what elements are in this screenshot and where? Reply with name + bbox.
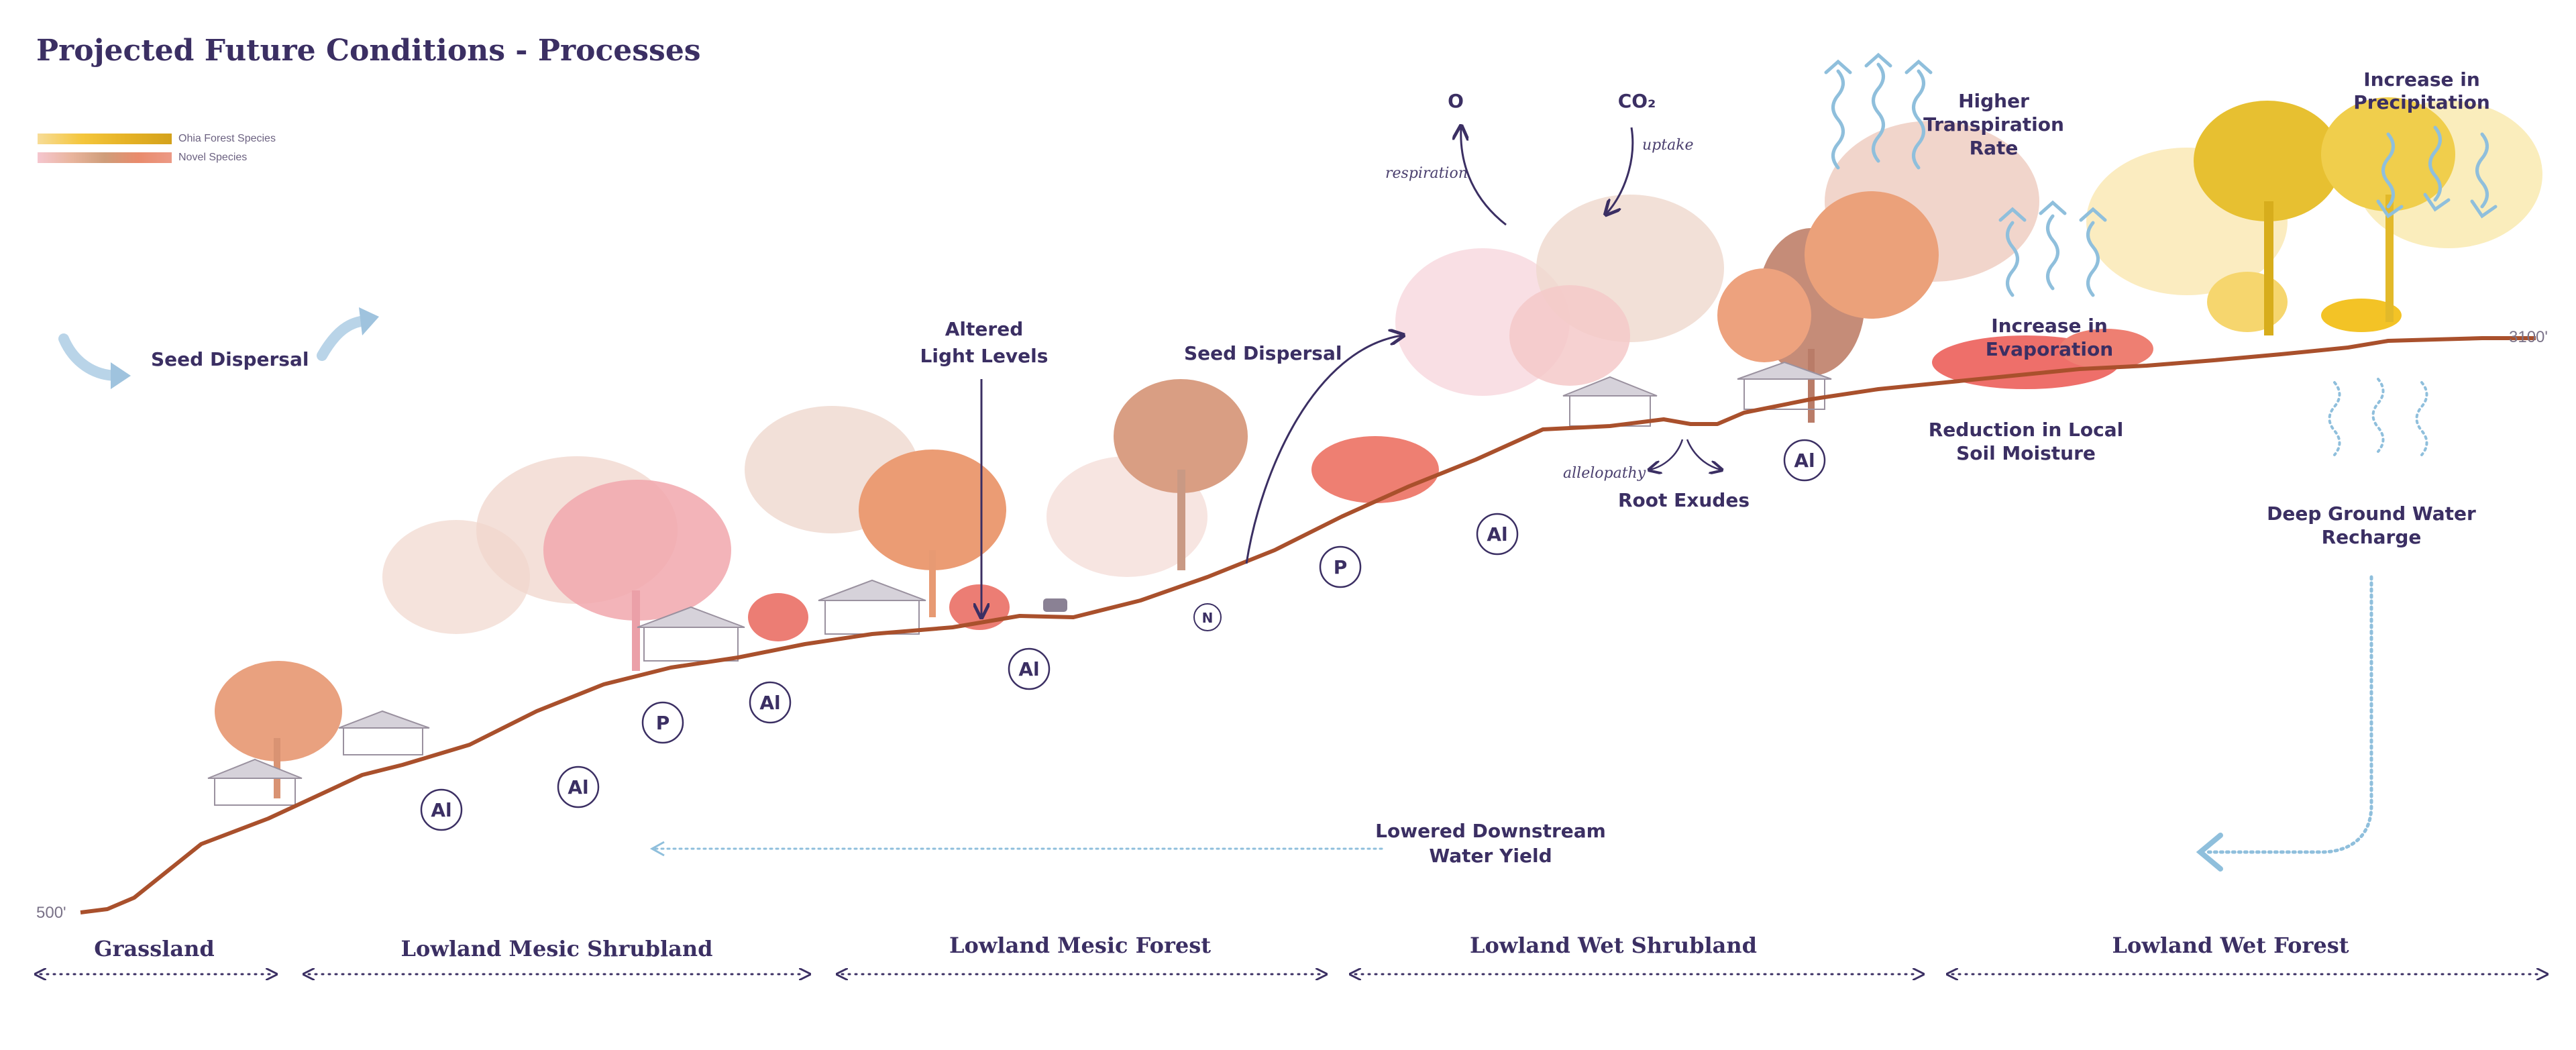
zone-mesic-shrubland: Lowland Mesic Shrubland <box>400 936 712 961</box>
transpiration-line2: Transpiration <box>1923 113 2064 136</box>
uptake-arrow-icon <box>1607 127 1634 213</box>
badge-al-4: Al <box>1008 647 1051 690</box>
vegetation <box>207 97 2542 806</box>
zone-mesic-forest: Lowland Mesic Forest <box>949 933 1211 958</box>
svg-text:Al: Al <box>431 799 451 821</box>
page-title: Projected Future Conditions - Processes <box>36 34 701 68</box>
root-exudes-label: Root Exudes <box>1618 489 1750 511</box>
elevation-low: 500' <box>36 904 66 922</box>
groundwater-line2: Recharge <box>2322 526 2422 548</box>
exudes-arrow-icon <box>1686 439 1721 470</box>
seed-dispersal-mid-label: Seed Dispersal <box>1184 342 1342 364</box>
precipitation-line2: Precipitation <box>2353 91 2490 113</box>
precipitation-group: Increase in Precipitation <box>2353 68 2498 219</box>
ground-profile <box>80 336 2536 914</box>
groundwater-line1: Deep Ground Water <box>2267 503 2476 525</box>
respiration-label: respiration <box>1385 165 1468 182</box>
badge-n: N <box>1193 603 1222 631</box>
badge-al-1: Al <box>420 788 463 831</box>
badge-al-3: Al <box>749 681 792 724</box>
groundwater-group: Deep Ground Water Recharge <box>2196 378 2476 872</box>
novel-swatch <box>38 152 172 163</box>
legend-label-novel: Novel Species <box>178 152 248 163</box>
transpiration-group: Higher Transpiration Rate <box>1824 52 2064 170</box>
precipitation-waves-icon <box>2376 125 2498 219</box>
seed-arrow-left-icon <box>58 333 123 381</box>
badges: Al Al P Al Al N P Al Al <box>420 439 1826 831</box>
evaporation-group: Increase in Evaporation <box>1986 200 2113 360</box>
water-yield-line2: Water Yield <box>1429 845 1552 867</box>
legend-label-ohia: Ohia Forest Species <box>178 133 276 144</box>
seed-arrow-right-icon <box>317 315 371 361</box>
evaporation-line2: Evaporation <box>1986 338 2113 360</box>
evaporation-line1: Increase in <box>1991 315 2108 337</box>
badge-al-6: Al <box>1783 439 1826 482</box>
root-exudes-group: allelopathy Root Exudes <box>1563 439 1750 511</box>
svg-text:P: P <box>1334 556 1348 578</box>
zone-band: Grassland Lowland Mesic Shrubland Lowlan… <box>40 933 2542 974</box>
zone-wet-shrubland: Lowland Wet Shrubland <box>1470 933 1757 958</box>
svg-text:Al: Al <box>759 692 780 714</box>
altered-light-line1: Altered <box>945 318 1023 340</box>
groundwater-flow-icon <box>2205 575 2373 854</box>
soil-moisture-line2: Soil Moisture <box>1956 442 2096 464</box>
svg-text:Al: Al <box>1794 450 1815 472</box>
groundwater-waves-icon <box>2328 378 2428 456</box>
uptake-label: uptake <box>1642 137 1694 154</box>
svg-text:Al: Al <box>1487 523 1507 545</box>
badge-al-5: Al <box>1476 513 1519 556</box>
legend-row-ohia: Ohia Forest Species <box>38 132 276 146</box>
svg-text:Al: Al <box>568 776 588 798</box>
transpiration-line1: Higher <box>1958 90 2029 112</box>
ohia-swatch <box>38 134 172 144</box>
elevation-high: 3100' <box>2509 328 2548 346</box>
water-yield-line1: Lowered Downstream <box>1375 820 1606 842</box>
soil-moisture-line1: Reduction in Local <box>1929 419 2123 441</box>
legend-row-novel: Novel Species <box>38 150 276 165</box>
svg-text:N: N <box>1202 610 1214 626</box>
gas-exchange-group: O CO₂ respiration uptake <box>1385 90 1694 226</box>
transpiration-line3: Rate <box>1970 137 2019 159</box>
co2-label: CO₂ <box>1618 90 1656 112</box>
oxygen-label: O <box>1448 90 1464 112</box>
seed-dispersal-mid-group: Seed Dispersal <box>1184 335 1402 564</box>
seed-arrow-mid-icon <box>1245 335 1402 564</box>
badge-al-2: Al <box>557 766 600 808</box>
transpiration-waves-icon <box>1824 52 1933 170</box>
svg-text:P: P <box>656 712 670 734</box>
allelopathy-label: allelopathy <box>1563 465 1646 482</box>
altered-light-line2: Light Levels <box>920 345 1049 367</box>
badge-p-1: P <box>641 701 684 744</box>
water-yield-group: Lowered Downstream Water Yield <box>649 820 1606 867</box>
allelopathy-arrow-icon <box>1650 439 1684 470</box>
zone-wet-forest: Lowland Wet Forest <box>2112 933 2349 958</box>
legend: Ohia Forest Species Novel Species <box>38 132 276 169</box>
altered-light-group: Altered Light Levels <box>920 318 1049 616</box>
badge-p-2: P <box>1319 545 1362 588</box>
seed-dispersal-left-group: Seed Dispersal <box>58 307 379 389</box>
evaporation-waves-icon <box>1998 200 2107 297</box>
respiration-arrow-icon <box>1461 127 1507 226</box>
seed-dispersal-left-label: Seed Dispersal <box>151 348 309 370</box>
zone-grassland: Grassland <box>94 936 214 961</box>
svg-text:Al: Al <box>1018 658 1039 680</box>
precipitation-line1: Increase in <box>2363 68 2480 91</box>
